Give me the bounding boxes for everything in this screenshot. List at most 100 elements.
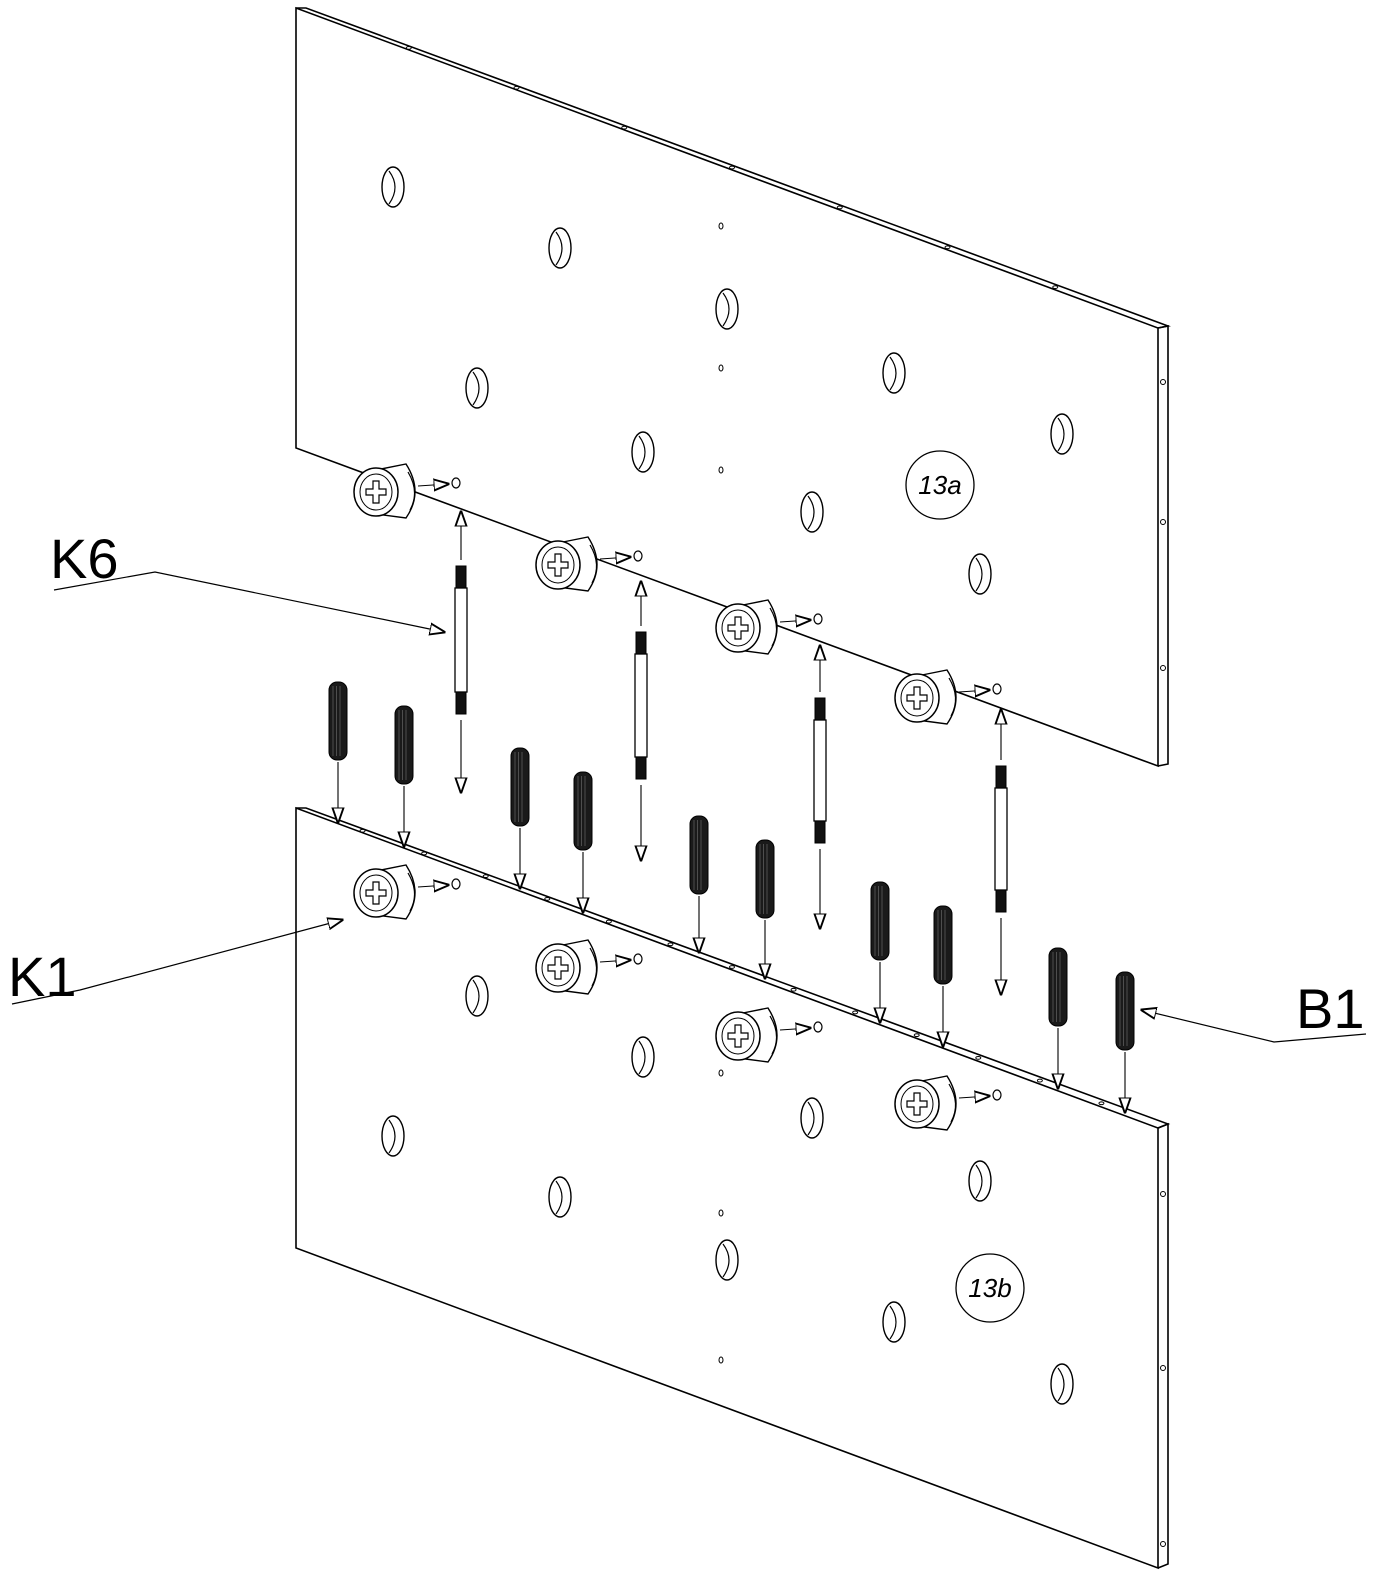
edge-hole [605, 919, 612, 924]
pin-hole [718, 364, 724, 372]
connecting-bolts-k6 [455, 512, 1007, 994]
edge-hole [544, 896, 551, 901]
side-edge-hole [1160, 519, 1166, 525]
panel-13b [295, 806, 1171, 1570]
pin-hole [718, 1356, 724, 1364]
cam-lock [353, 864, 461, 920]
callout-k6: K6 [50, 527, 444, 632]
pin-hole [718, 1209, 724, 1217]
cam-insert-arrow [779, 620, 810, 622]
edge-hole [667, 942, 674, 947]
cam-recess-hole [381, 166, 405, 208]
cam-bolt-hole [992, 1089, 1002, 1101]
cam-lock [894, 1075, 1002, 1131]
wooden-dowel [394, 705, 414, 846]
connecting-bolt [814, 646, 826, 928]
connecting-bolt [635, 582, 647, 860]
cam-recess-hole [800, 491, 824, 533]
wooden-dowel [1048, 947, 1068, 1088]
pin-hole [718, 1069, 724, 1077]
edge-hole [359, 828, 366, 833]
cam-bolt-hole [992, 683, 1002, 695]
cam-lock [894, 669, 1002, 725]
panel-13b-pin-holes [718, 1069, 724, 1364]
callout-b1: B1 [1142, 977, 1367, 1043]
side-edge-hole [1160, 1365, 1166, 1371]
wooden-dowel [755, 839, 775, 978]
panel-13b-tag: 13b [955, 1253, 1025, 1323]
callout-b1-leader [1142, 1010, 1367, 1043]
side-edge-hole [1160, 1541, 1166, 1547]
cam-recess-hole [715, 1239, 739, 1281]
edge-hole [1036, 1078, 1043, 1083]
edge-hole [482, 874, 489, 879]
edge-hole [421, 851, 428, 856]
wooden-dowel [1115, 971, 1135, 1112]
cam-recess-hole [1050, 1363, 1074, 1405]
callout-b1-label: B1 [1296, 977, 1365, 1040]
wooden-dowel [573, 771, 593, 912]
wooden-dowel [689, 815, 709, 952]
cam-locks [353, 463, 1002, 1131]
cam-lock [353, 463, 461, 519]
edge-hole [729, 165, 735, 170]
cam-insert-arrow [779, 1028, 810, 1030]
pin-hole [718, 466, 724, 474]
wooden-dowel [510, 747, 530, 888]
cam-lock [535, 536, 643, 592]
cam-recess-hole [882, 352, 906, 394]
cam-recess-hole [968, 1160, 992, 1202]
edge-hole [1052, 285, 1059, 290]
side-edge-hole [1160, 665, 1166, 671]
cam-recess-hole [715, 288, 739, 330]
cam-lock [715, 599, 823, 655]
cam-recess-hole [631, 431, 655, 473]
cam-insert-arrow [417, 484, 448, 486]
side-edge-hole [1160, 1191, 1166, 1197]
callout-k1: K1 [8, 920, 342, 1008]
connecting-bolt [995, 710, 1007, 994]
panel-13a-pin-holes [718, 222, 724, 474]
cam-recess-hole [800, 1097, 824, 1139]
cam-recess-hole [1050, 413, 1074, 455]
edge-hole [913, 1033, 920, 1038]
side-edge-hole [1160, 379, 1166, 385]
panel-13b-label: 13b [968, 1273, 1011, 1303]
panel-13a-edge-holes [405, 45, 1166, 671]
callout-k6-leader [53, 571, 444, 632]
wooden-dowel [933, 905, 953, 1046]
cam-insert-arrow [958, 1096, 989, 1098]
panel-13b-cam-holes [381, 975, 1074, 1405]
wooden-dowel [870, 881, 890, 1022]
cam-recess-hole [548, 1176, 572, 1218]
cam-recess-hole [882, 1301, 906, 1343]
cam-lock [715, 1007, 823, 1063]
cam-insert-arrow [599, 960, 630, 962]
cam-lock [535, 939, 643, 995]
panel-13a-tag: 13a [905, 450, 975, 520]
panel-13a [295, 6, 1171, 768]
edge-hole [513, 85, 520, 90]
callout-k1-leader [11, 920, 342, 1005]
cam-recess-hole [968, 553, 992, 595]
cam-insert-arrow [958, 690, 989, 692]
cam-bolt-hole [633, 953, 643, 965]
cam-recess-hole [548, 227, 572, 269]
edge-hole [405, 45, 412, 50]
pin-hole [718, 222, 724, 230]
panel-13a-cam-holes [381, 166, 1074, 595]
cam-recess-hole [465, 975, 489, 1017]
edge-hole [621, 125, 628, 130]
cam-recess-hole [381, 1115, 405, 1157]
edge-hole [852, 1010, 859, 1015]
callout-k6-label: K6 [50, 527, 119, 590]
cam-bolt-hole [451, 878, 461, 890]
cam-bolt-hole [813, 1021, 823, 1033]
cam-recess-hole [465, 367, 489, 409]
cam-insert-arrow [417, 885, 448, 887]
edge-hole [975, 1055, 982, 1060]
panel-13b-edge-holes [359, 828, 1166, 1547]
cam-insert-arrow [599, 557, 630, 559]
callout-k1-label: K1 [8, 945, 77, 1008]
cam-bolt-hole [451, 477, 461, 489]
